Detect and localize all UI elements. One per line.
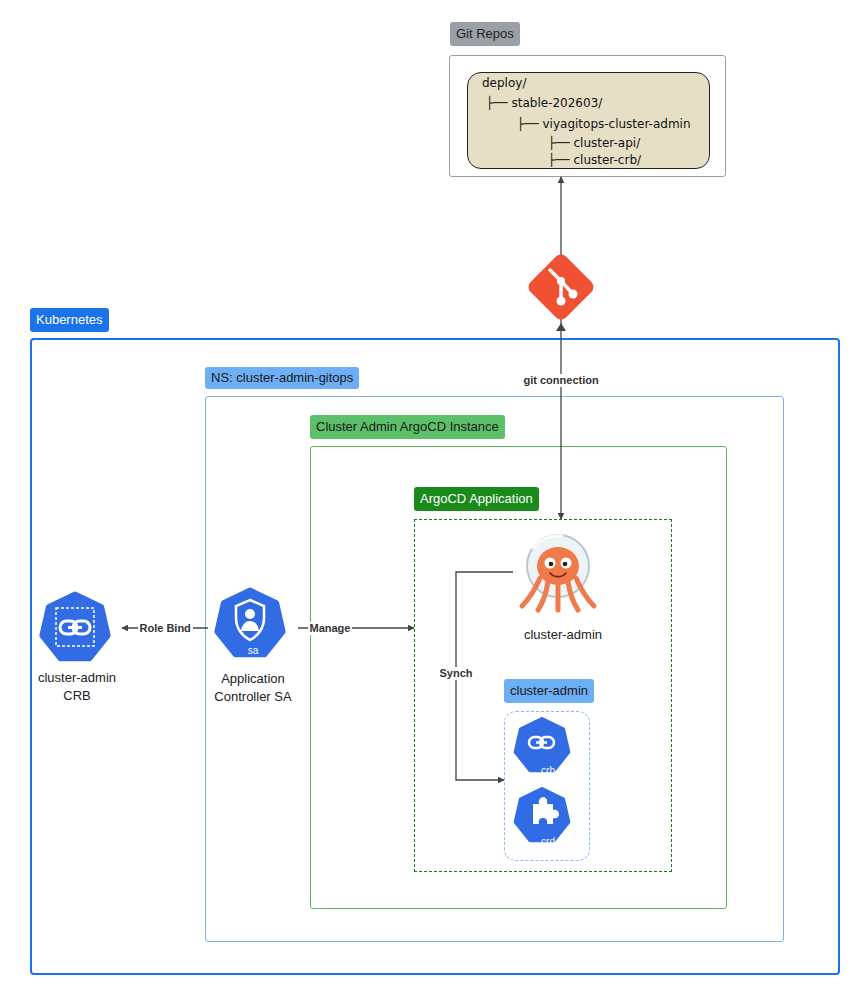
tree-line: ├── viyagitops-cluster-admin: [517, 117, 691, 132]
connector: [298, 627, 414, 628]
group-heading: Cluster Admin ArgoCD Instance: [310, 415, 505, 439]
arrow-head: [556, 323, 566, 331]
tree-line: ├── cluster-api/: [548, 136, 640, 151]
tree-line: deploy/: [482, 76, 526, 91]
repo-box: Git Reposdeploy/├── stable-202603/├── vi…: [449, 55, 726, 177]
argocd-instance-box: Cluster Admin ArgoCD InstanceArgoCD Appl…: [310, 446, 727, 909]
crb-small-icon: [516, 719, 569, 770]
edge-label: Synch: [438, 667, 475, 680]
group-heading: NS: cluster-admin-gitops: [205, 367, 359, 389]
edge-label: Manage: [308, 622, 353, 635]
service-account-icon: [217, 590, 283, 655]
connector: [560, 177, 561, 519]
icon-label: sa: [208, 645, 298, 657]
icon-label: crb: [518, 765, 578, 777]
icon-label: crd: [518, 836, 578, 848]
edge-label: Role Bind: [138, 622, 193, 635]
node-label: cluster-admin CRB: [32, 669, 122, 705]
cluster-box: Kubernetescluster-admin CRBNS: cluster-a…: [30, 338, 840, 975]
tree-line: ├── stable-202603/: [486, 96, 602, 111]
node-label: Application Controller SA: [208, 670, 298, 706]
namespace-box: NS: cluster-admin-gitopssaApplication Co…: [205, 396, 784, 942]
git-logo: [526, 252, 597, 323]
crd-small-icon: [516, 789, 569, 840]
group-heading: Git Repos: [450, 22, 520, 46]
connector: [456, 572, 513, 780]
crb-icon: [42, 594, 108, 659]
tree-box: deploy/ ├── stable-202603/ ├── viyagitops-…: [467, 72, 710, 169]
connector: [122, 627, 208, 628]
node-label: cluster-admin: [513, 626, 613, 644]
group-heading: Kubernetes: [30, 308, 109, 332]
group-heading: ArgoCD Application: [414, 487, 539, 511]
argocd-octopus-icon: [522, 535, 594, 610]
edge-label: git connection: [522, 374, 601, 387]
group-heading: cluster-admin: [504, 679, 594, 703]
tree-line: ├── cluster-crb/: [548, 153, 641, 168]
